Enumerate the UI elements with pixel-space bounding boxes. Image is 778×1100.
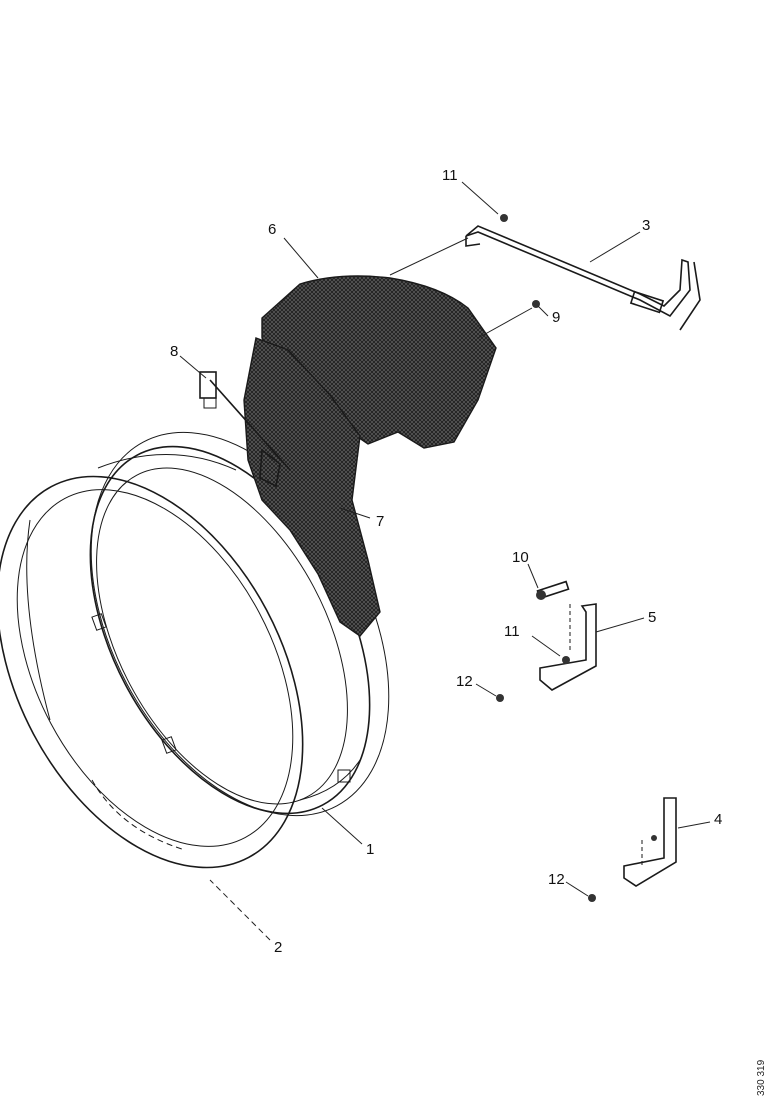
part-11-nut-mid — [562, 656, 570, 664]
callout-2: 2 — [274, 939, 282, 956]
part-2-trim-ring — [0, 475, 304, 869]
leader-lines — [179, 181, 711, 941]
part-11-nut-top — [500, 214, 508, 222]
callout-6: 6 — [268, 221, 276, 238]
callout-9: 9 — [552, 309, 560, 326]
part-12-nut-low — [588, 894, 596, 902]
part-7-lower-mesh-screen — [243, 337, 381, 637]
callout-1: 1 — [366, 841, 374, 858]
part-5-bracket — [539, 603, 597, 691]
callout-12-low: 12 — [548, 871, 565, 888]
callout-5: 5 — [648, 609, 656, 626]
part-3-support-rod — [465, 225, 701, 331]
callout-10: 10 — [512, 549, 529, 566]
part-4-bracket — [623, 797, 677, 887]
drawing-reference-number: 330 319 — [756, 1059, 767, 1096]
callout-11-mid: 11 — [504, 623, 520, 640]
callout-11-top: 11 — [442, 167, 458, 184]
callout-3: 3 — [642, 217, 650, 234]
callout-4: 4 — [714, 811, 722, 828]
fasteners — [496, 214, 657, 902]
part-12-nut-mid — [496, 694, 504, 702]
part-8-clamp — [199, 371, 291, 488]
callout-8: 8 — [170, 343, 178, 360]
callout-12-mid: 12 — [456, 673, 473, 690]
part-1-lamp-housing — [89, 431, 390, 817]
callout-7: 7 — [376, 513, 384, 530]
